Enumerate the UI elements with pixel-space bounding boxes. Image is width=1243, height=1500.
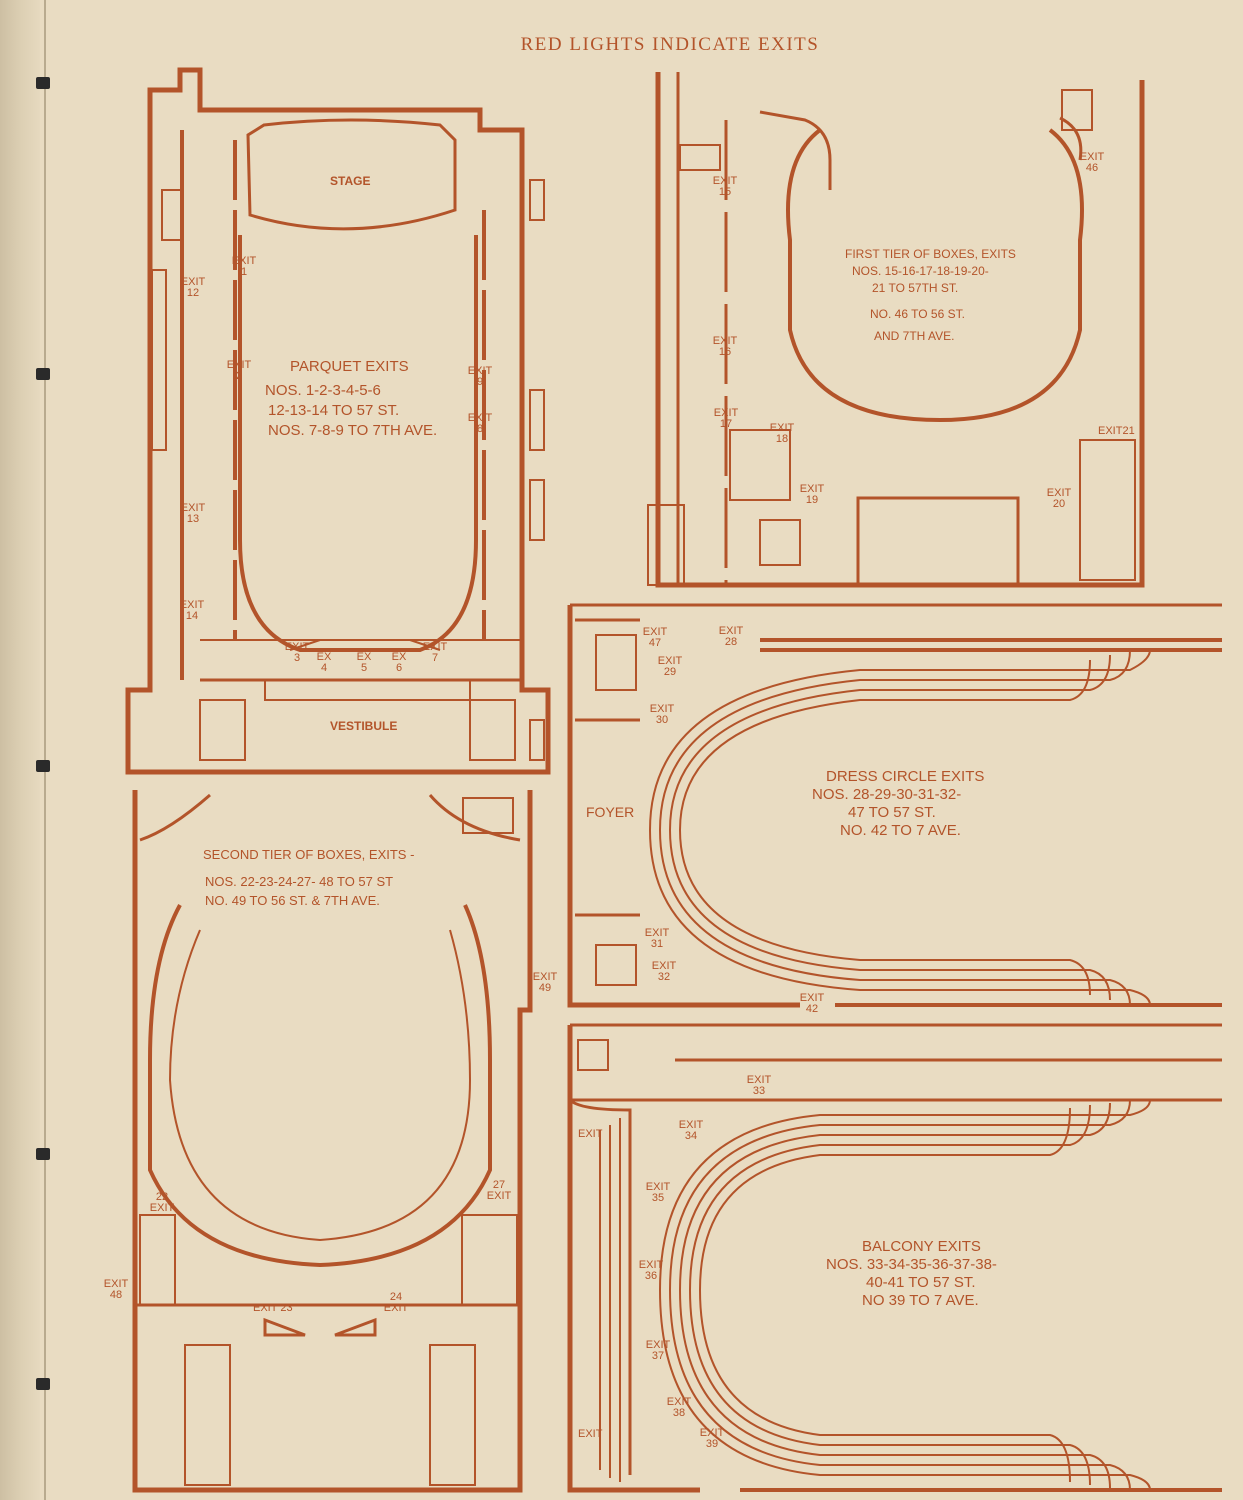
dress-circle-title: DRESS CIRCLE EXITS: [826, 768, 985, 785]
staple: [36, 1378, 50, 1390]
second-tier-line1: SECOND TIER OF BOXES, EXITS -: [203, 847, 415, 862]
staple: [36, 1148, 50, 1160]
parquet-title: PARQUET EXITS: [290, 358, 409, 375]
first-tier-line2: NOS. 15-16-17-18-19-20-: [852, 264, 989, 278]
first-tier-line3: 21 TO 57TH ST.: [872, 281, 959, 295]
balcony-line2: 40-41 TO 57 ST.: [866, 1274, 976, 1291]
vestibule-label: VESTIBULE: [330, 719, 398, 733]
stage-label: STAGE: [330, 174, 371, 188]
parquet-line3: NOS. 7-8-9 TO 7TH AVE.: [268, 422, 438, 439]
second-tier-line3: NO. 49 TO 56 ST. & 7TH AVE.: [205, 893, 380, 908]
parquet-plan: [125, 67, 551, 775]
balcony-exit-left-top: EXIT: [578, 1128, 603, 1140]
first-tier-line4: NO. 46 TO 56 ST.: [870, 307, 965, 321]
first-tier-plan: [647, 72, 1145, 588]
parquet-line1: NOS. 1-2-3-4-5-6: [265, 382, 381, 399]
staple: [36, 77, 50, 89]
first-tier-line5: AND 7TH AVE.: [874, 329, 955, 343]
foyer-label: FOYER: [586, 804, 635, 820]
dress-circle-line1: NOS. 28-29-30-31-32-: [812, 786, 962, 803]
parquet-line2: 12-13-14 TO 57 ST.: [268, 402, 400, 419]
page-binding: [0, 0, 40, 1500]
balcony-line1: NOS. 33-34-35-36-37-38-: [826, 1256, 997, 1273]
dress-circle-line3: NO. 42 TO 7 AVE.: [840, 822, 961, 839]
second-tier-line2: NOS. 22-23-24-27- 48 TO 57 ST: [205, 874, 394, 889]
balcony-title: BALCONY EXITS: [862, 1238, 981, 1255]
balcony-exit-left-bottom: EXIT: [578, 1428, 603, 1440]
second-tier-plan: [132, 790, 533, 1493]
first-tier-line1: FIRST TIER OF BOXES, EXITS: [845, 247, 1016, 261]
staple: [36, 368, 50, 380]
binding-fold-line: [44, 0, 46, 1500]
exit-21-label: EXIT21: [1098, 425, 1135, 437]
dress-circle-plan: [567, 603, 1222, 1008]
balcony-plan: [567, 1023, 1222, 1493]
balcony-line3: NO 39 TO 7 AVE.: [862, 1292, 979, 1309]
exit-23-label: EXIT 23: [253, 1302, 293, 1314]
staple: [36, 760, 50, 772]
dress-circle-line2: 47 TO 57 ST.: [848, 804, 936, 821]
page-header: RED LIGHTS INDICATE EXITS: [520, 34, 820, 55]
